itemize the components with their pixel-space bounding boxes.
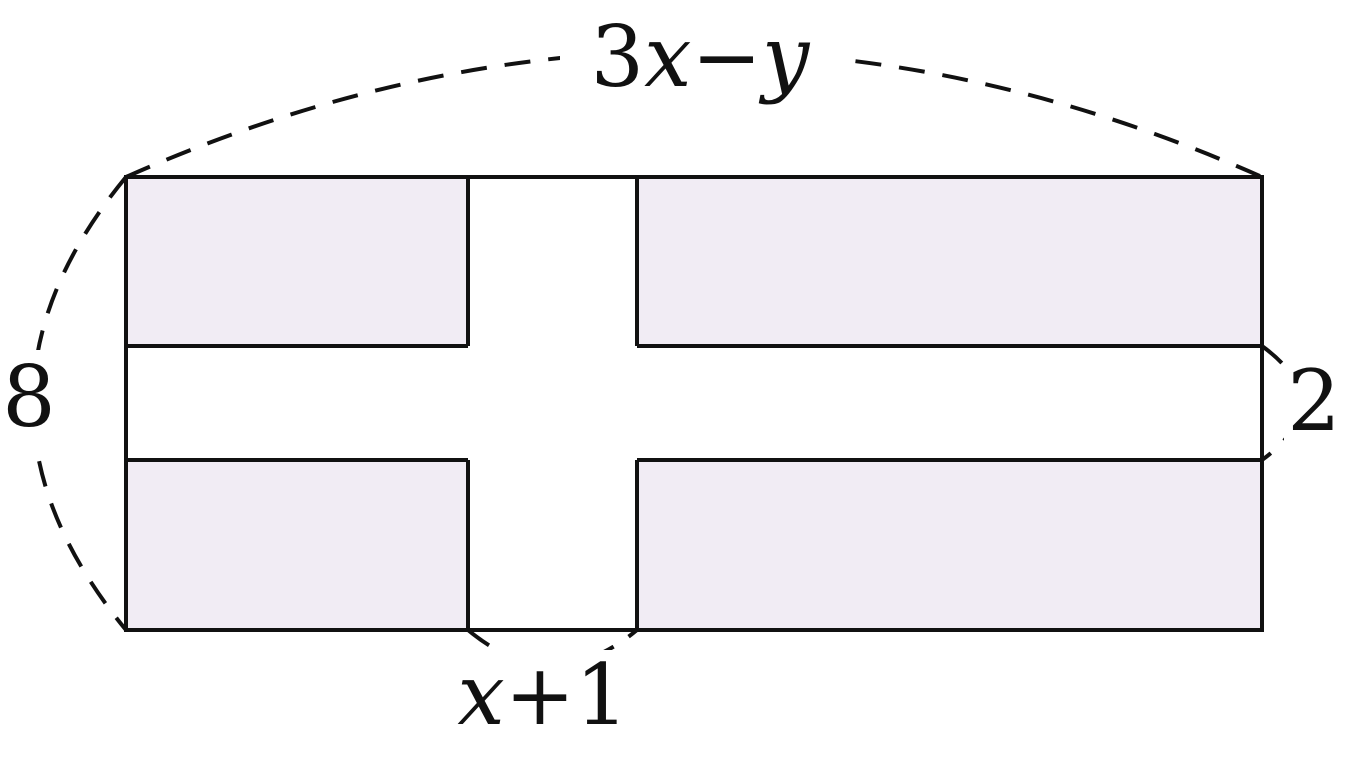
label-right-path-width: 2	[1287, 352, 1340, 450]
label-bottom-plus: +	[505, 646, 575, 744]
label-bottom-var-x: x	[457, 646, 504, 744]
label-top-width: 3x−y	[591, 8, 811, 106]
label-top-coef: 3	[591, 8, 644, 106]
label-mask-bottom	[450, 650, 640, 740]
label-bottom-path-width: x+1	[457, 646, 628, 744]
dimension-brace-right	[1260, 344, 1303, 462]
shaded-region-top-right	[637, 177, 1262, 346]
label-left-height: 8	[2, 348, 55, 446]
label-bottom-one: 1	[575, 646, 628, 744]
outer-rectangle	[124, 175, 1264, 632]
label-top-minus: −	[691, 8, 761, 106]
label-top-var-y: y	[758, 8, 811, 106]
label-mask-left	[0, 350, 62, 450]
label-mask-top	[560, 10, 850, 110]
label-mask-right	[1284, 350, 1356, 450]
label-top-var-x: x	[644, 8, 691, 106]
shaded-region-bottom-right	[637, 460, 1262, 630]
shaded-region-bottom-left	[126, 460, 468, 630]
shaded-region-top-left	[126, 177, 468, 346]
